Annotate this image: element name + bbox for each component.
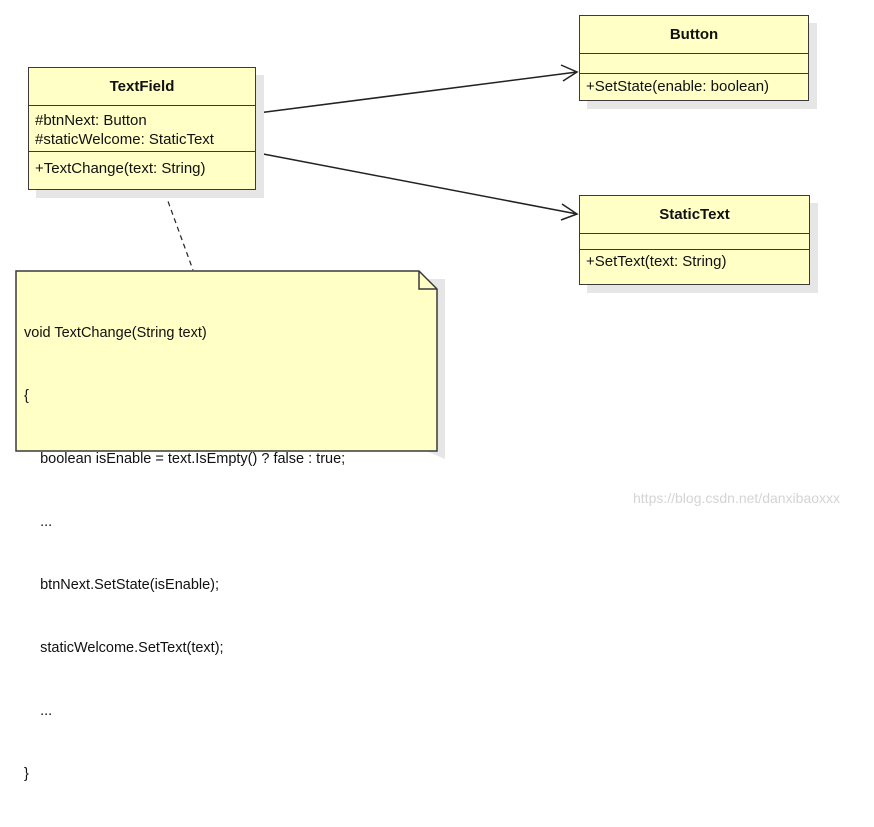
note-code: void TextChange(String text) { boolean i… — [24, 281, 345, 827]
note-line: boolean isEnable = text.IsEmpty() ? fals… — [24, 451, 346, 467]
attribute-staticwelcome: #staticWelcome: StaticText — [35, 131, 214, 148]
method-textchange: +TextChange(text: String) — [35, 160, 206, 177]
class-textfield[interactable]: TextField #btnNext: Button #staticWelcom… — [28, 67, 256, 190]
watermark: https://blog.csdn.net/danxibaoxxx — [633, 490, 841, 506]
note-folded-corner — [418, 271, 437, 290]
method-settext: +SetText(text: String) — [586, 253, 727, 270]
uml-diagram: TextField #btnNext: Button #staticWelcom… — [15, 15, 841, 782]
arrowhead-button — [560, 64, 579, 82]
association-textfield-statictext — [257, 152, 578, 215]
method-setstate: +SetState(enable: boolean) — [586, 78, 770, 95]
class-textfield-methods: +TextChange(text: String) — [29, 152, 255, 178]
attribute-btnnext: #btnNext: Button — [35, 112, 147, 129]
note-shape — [15, 270, 445, 459]
arrowhead-statictext — [560, 203, 579, 221]
class-textfield-attributes: #btnNext: Button #staticWelcome: StaticT… — [29, 106, 255, 152]
association-textfield-button — [257, 71, 578, 114]
class-statictext-name: StaticText — [580, 196, 809, 234]
note-anchor-line — [164, 192, 194, 271]
class-statictext-attributes — [580, 234, 809, 250]
note-line: staticWelcome.SetText(text); — [24, 640, 224, 656]
class-button-methods: +SetState(enable: boolean) — [580, 74, 808, 96]
class-textfield-name: TextField — [29, 68, 255, 106]
note-line: { — [24, 388, 29, 404]
class-statictext-methods: +SetText(text: String) — [580, 250, 809, 271]
note-line: btnNext.SetState(isEnable); — [24, 577, 220, 593]
note-line: ... — [24, 703, 53, 719]
class-statictext[interactable]: StaticText +SetText(text: String) — [579, 195, 810, 285]
note-line: void TextChange(String text) — [24, 325, 207, 341]
class-button-name: Button — [580, 16, 808, 54]
note-line: ... — [24, 514, 53, 530]
note-line: } — [24, 766, 29, 782]
class-button[interactable]: Button +SetState(enable: boolean) — [579, 15, 809, 101]
diagram-edges — [15, 64, 579, 459]
class-button-attributes — [580, 54, 808, 74]
